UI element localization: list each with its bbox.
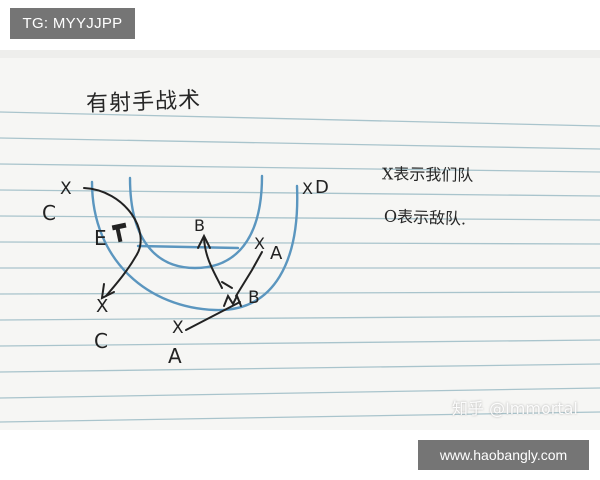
label-x-a-low: X [172,318,184,338]
label-x-d: X [302,179,313,198]
label-b-low: B [248,288,260,308]
label-c-top: C [42,201,56,225]
tg-watermark: TG: MYYJJPP [10,8,135,39]
label-x-c-top: X [60,179,72,199]
paper-page [0,50,600,430]
label-d: D [315,177,329,198]
arc-crossbar [136,244,240,250]
label-b-mid: B [194,216,205,235]
ruled-lines [0,111,600,423]
label-x-a: X [254,234,265,253]
note-title: 有射手战术 [85,87,202,117]
legend-line-our-team: X表示我们队 [381,164,474,185]
label-e: E [94,226,107,250]
zhihu-watermark: 知乎 @Immortal [452,399,578,418]
c-arc-path [83,187,142,297]
c-arc-arrowhead [100,283,115,300]
legend-line-enemy-team: O表示敌队. [383,206,467,229]
hammer-mark [111,222,127,243]
b-arrow-path [203,237,223,289]
outer-arc [90,180,299,312]
label-x-c-low: X [96,296,109,317]
m-stroke [223,293,242,307]
label-a-right: A [270,243,283,264]
right-player-line [235,251,263,297]
site-watermark: www.haobangly.com [418,440,589,470]
label-a-low: A [168,344,182,368]
b-arrow-head [197,233,211,249]
small-tick-stroke [221,281,233,289]
a-diagonal-line [185,301,241,331]
label-c-low: C [94,329,108,353]
paper-edge-shadow [0,50,600,58]
ink-strokes [83,187,263,331]
